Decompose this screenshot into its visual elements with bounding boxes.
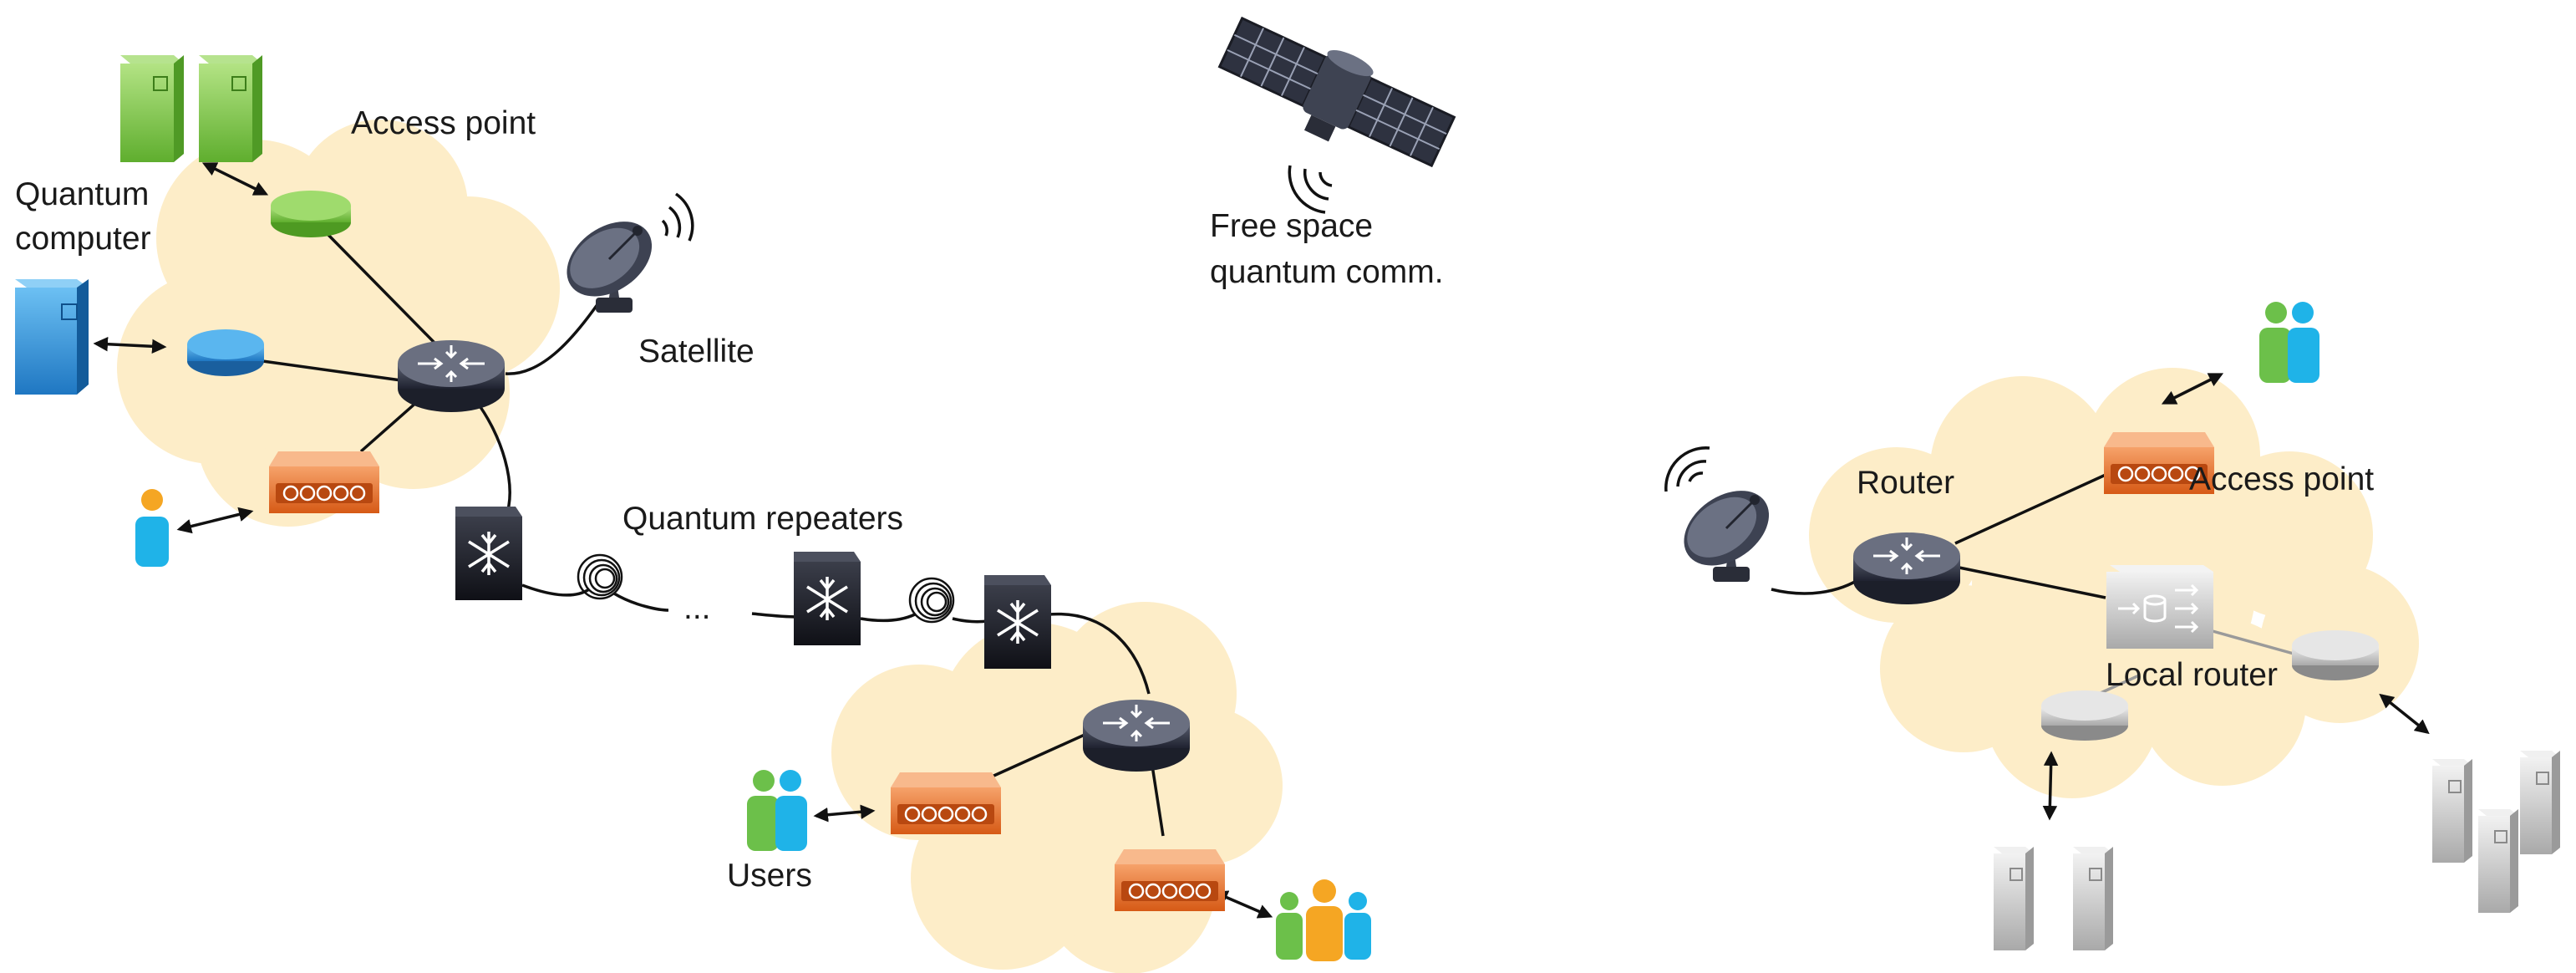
quantum-repeater-icon-2 [792,550,862,647]
label-free-space-2: quantum comm. [1210,254,1444,290]
label-satellite: Satellite [638,334,755,369]
router-icon-right [1852,531,1962,606]
quantum-computer-green-icon [120,55,262,162]
label-free-space-1: Free space [1210,208,1373,244]
gray-disk-icon-right [2292,630,2379,680]
label-quantum-computer-1: Quantum [15,176,149,212]
quantum-repeater-icon-3 [983,573,1053,670]
label-access-point-left: Access point [351,105,536,141]
users-group-icon [1276,879,1371,961]
quantum-computer-icon [15,279,89,395]
label-quantum-computer-2: computer [15,221,151,257]
optical-device-icon-middle-1 [889,771,1003,836]
label-ellipsis: ... [683,590,711,626]
label-local-router: Local router [2106,657,2278,693]
local-router-icon [2106,565,2213,649]
access-point-icon [271,191,351,237]
label-users: Users [727,858,812,894]
label-access-point-right: Access point [2189,461,2374,497]
gray-disk-icon-left [2041,690,2128,741]
users-pair-icon-left [747,770,807,851]
router-icon-left [396,339,506,414]
gray-server-stack-icon [2431,750,2561,914]
users-pair-icon-right [2259,302,2319,383]
gray-server-pair-icon [1993,846,2114,951]
satellite-dish-icon-left [551,192,694,314]
optical-device-icon-left [267,450,381,515]
router-icon-middle [1081,698,1191,773]
fiber-coil-icon-1 [577,553,623,600]
satellite-dish-icon-right [1664,446,1785,583]
label-router: Router [1857,465,1954,501]
optical-device-icon-middle-2 [1113,848,1227,913]
quantum-disk-blue-icon [187,329,264,376]
user-icon-orange-blue [135,489,169,567]
satellite-icon [1217,16,1456,214]
fiber-coil-icon-2 [908,577,955,624]
label-quantum-repeaters: Quantum repeaters [622,501,903,537]
quantum-repeater-icon-1 [454,505,524,602]
